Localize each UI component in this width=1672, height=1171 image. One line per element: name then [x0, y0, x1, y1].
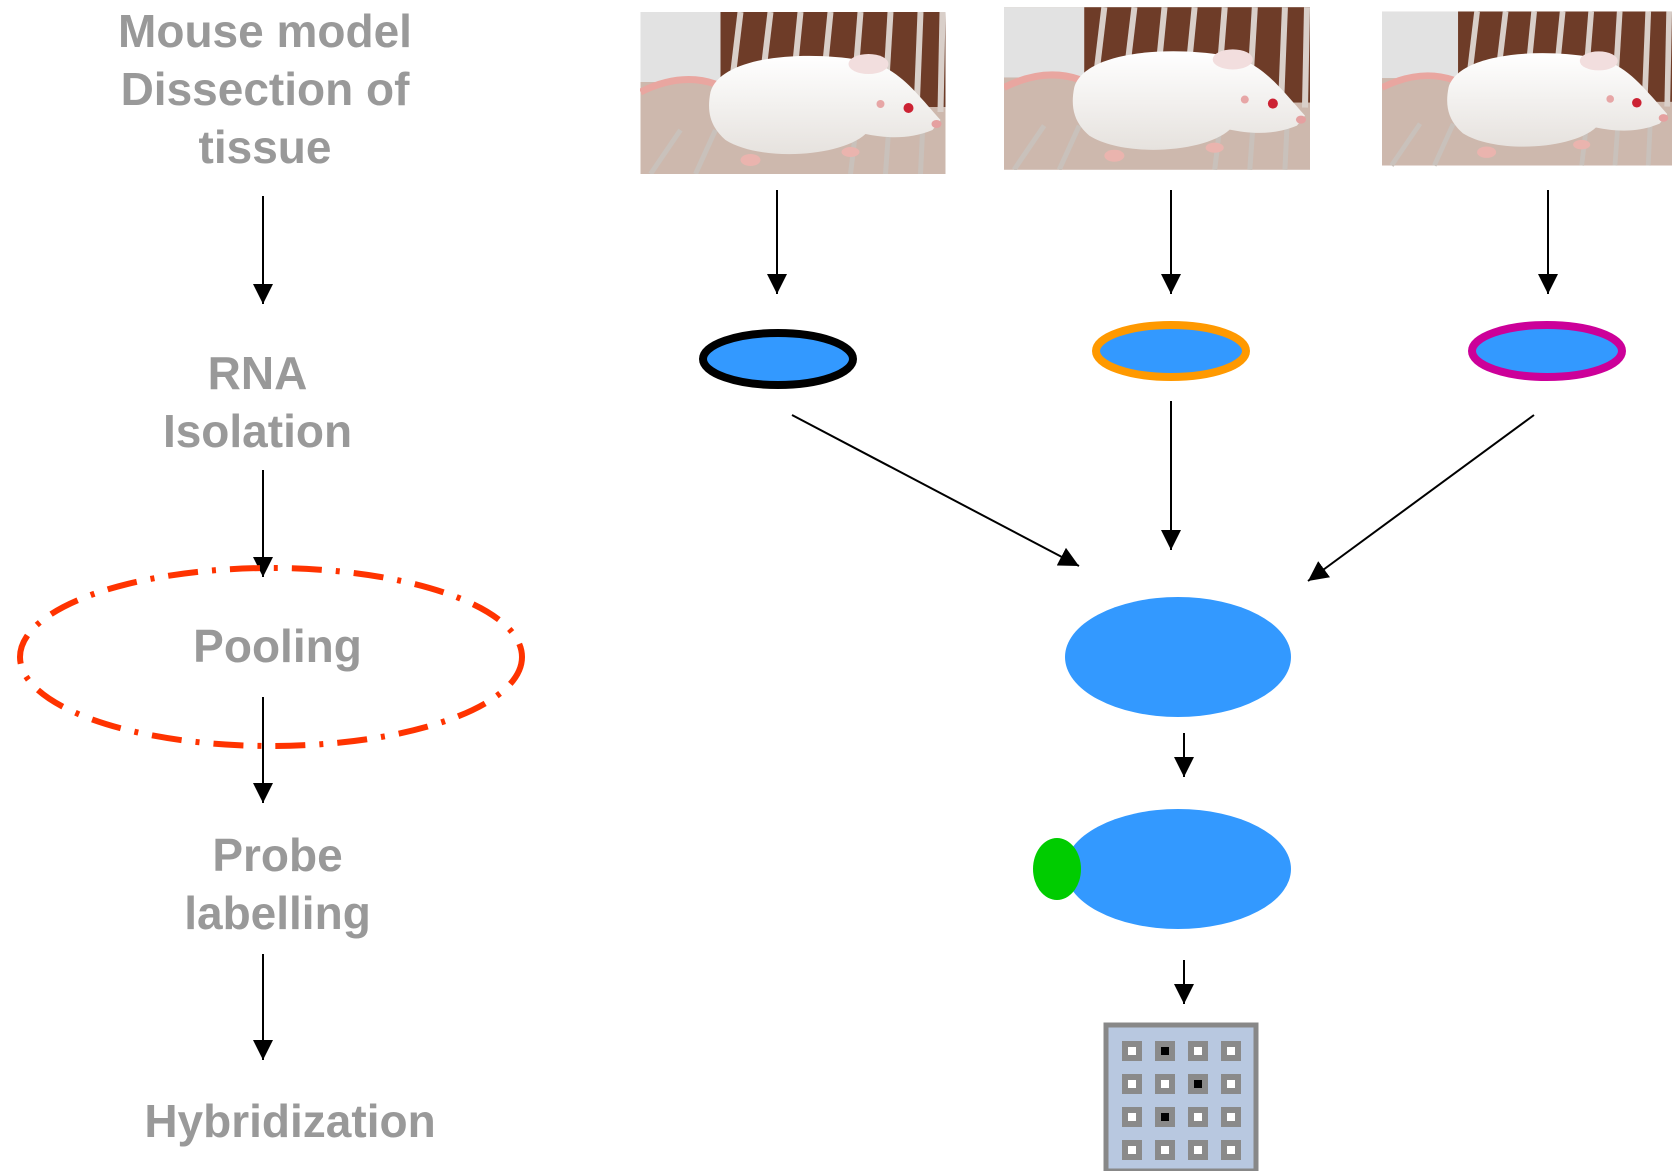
arrow-pool-3	[1307, 414, 1535, 582]
array-spot-signal	[1194, 1047, 1202, 1055]
array-spot-signal	[1227, 1113, 1235, 1121]
array-spot-signal	[1128, 1047, 1136, 1055]
step-pooling: Pooling	[193, 620, 362, 672]
labelled-probe-rna	[1065, 809, 1291, 929]
array-spot-signal	[1161, 1080, 1169, 1088]
arrow-pool-1	[791, 414, 1080, 567]
microarray-chip-icon	[1103, 1022, 1259, 1171]
array-spot-signal	[1161, 1113, 1169, 1121]
array-spot-signal	[1194, 1146, 1202, 1154]
mouse-photo-1	[641, 12, 946, 174]
pooling-highlight-ellipse	[17, 565, 525, 749]
array-spot-signal	[1227, 1047, 1235, 1055]
array-spot-signal	[1227, 1146, 1235, 1154]
array-spot-signal	[1161, 1146, 1169, 1154]
fluorescent-label	[1033, 838, 1081, 900]
mouse-photo-2	[1004, 7, 1310, 170]
array-spot-signal	[1161, 1047, 1169, 1055]
array-spot-signal	[1227, 1080, 1235, 1088]
step-mouse-model: Mouse model Dissection of tissue	[118, 5, 412, 173]
step-probe-labelling: Probe labelling	[184, 829, 371, 939]
array-spot-signal	[1128, 1080, 1136, 1088]
array-spot-signal	[1128, 1113, 1136, 1121]
array-spot-signal	[1194, 1113, 1202, 1121]
pooled-rna	[1065, 597, 1291, 717]
array-spot-signal	[1128, 1146, 1136, 1154]
rna-sample-2	[1092, 321, 1250, 381]
rna-sample-1	[699, 329, 857, 389]
step-hybridization: Hybridization	[144, 1095, 436, 1147]
rna-sample-3	[1468, 321, 1626, 381]
step-rna-isolation: RNA Isolation	[162, 347, 353, 457]
array-spot-signal	[1194, 1080, 1202, 1088]
mouse-photo-3	[1382, 11, 1672, 165]
